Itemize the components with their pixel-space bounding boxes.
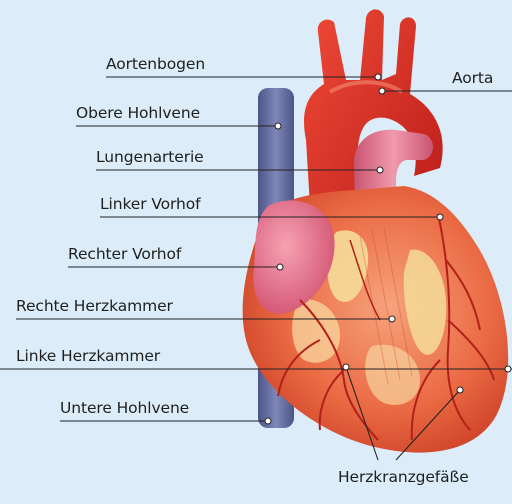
label-linke-herzkammer: Linke Herzkammer (16, 347, 160, 365)
label-aorta: Aorta (452, 69, 493, 87)
label-untere-hohlvene: Untere Hohlvene (60, 399, 189, 417)
label-rechter-vorhof: Rechter Vorhof (68, 245, 181, 263)
label-rechte-herzkammer: Rechte Herzkammer (16, 297, 173, 315)
label-aortenbogen: Aortenbogen (106, 55, 205, 73)
label-obere-hohlvene: Obere Hohlvene (76, 104, 200, 122)
label-herzkranzgefaesse: Herzkranzgefäße (338, 468, 469, 486)
label-linker-vorhof: Linker Vorhof (100, 195, 200, 213)
label-lungenarterie: Lungenarterie (96, 148, 204, 166)
